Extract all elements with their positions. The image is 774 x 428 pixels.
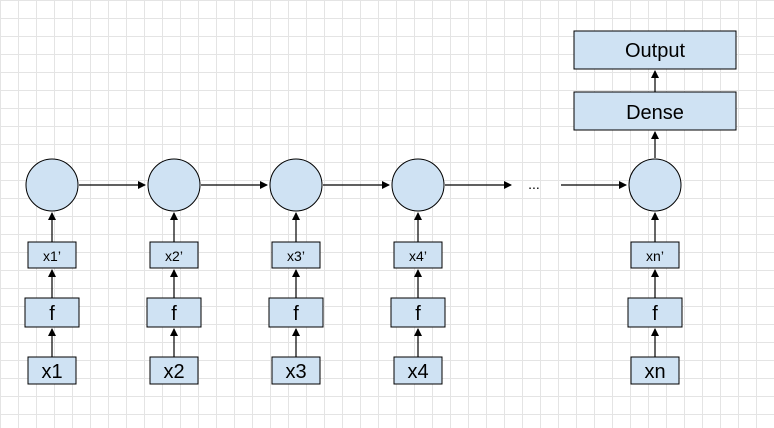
func-label-1: f (49, 303, 55, 325)
func-box-n (627, 297, 683, 328)
feature-box-2 (149, 241, 199, 269)
input-box-4 (393, 356, 443, 385)
input-label-2: x2 (163, 361, 184, 383)
feature-label-2: x2’ (165, 248, 183, 264)
rnn-node-n (628, 158, 682, 212)
func-box-3 (268, 297, 324, 328)
column-2: x2’ f x2 (146, 158, 202, 385)
input-label-1: x1 (41, 361, 62, 383)
func-label-n: f (652, 303, 658, 325)
column-n: xn’ f xn (627, 158, 683, 385)
rnn-node-3 (269, 158, 323, 212)
feature-box-4 (393, 241, 443, 269)
input-box-2 (149, 356, 199, 385)
func-box-2 (146, 297, 202, 328)
column-1: x1’ f x1 (24, 158, 80, 385)
feature-label-1: x1’ (43, 248, 61, 264)
output-box: Output (573, 30, 737, 70)
ellipsis: ... (528, 176, 540, 192)
output-label: Output (625, 40, 685, 62)
feature-label-3: x3’ (287, 248, 305, 264)
dense-box: Dense (573, 91, 737, 131)
feature-label-4: x4’ (409, 248, 427, 264)
input-label-4: x4 (407, 361, 428, 383)
feature-box-n (630, 241, 680, 269)
input-label-n: xn (644, 361, 665, 383)
feature-box-3 (271, 241, 321, 269)
input-box-n (630, 356, 680, 385)
input-box-1 (27, 356, 77, 385)
func-label-4: f (415, 303, 421, 325)
rnn-node-1 (25, 158, 79, 212)
feature-box-1 (27, 241, 77, 269)
dense-label: Dense (626, 102, 684, 124)
rnn-node-2 (147, 158, 201, 212)
input-label-3: x3 (285, 361, 306, 383)
func-box-1 (24, 297, 80, 328)
column-4: x4’ f x4 (390, 158, 446, 385)
input-box-3 (271, 356, 321, 385)
column-3: x3’ f x3 (268, 158, 324, 385)
func-box-4 (390, 297, 446, 328)
func-label-2: f (171, 303, 177, 325)
func-label-3: f (293, 303, 299, 325)
feature-label-n: xn’ (646, 248, 664, 264)
rnn-node-4 (391, 158, 445, 212)
